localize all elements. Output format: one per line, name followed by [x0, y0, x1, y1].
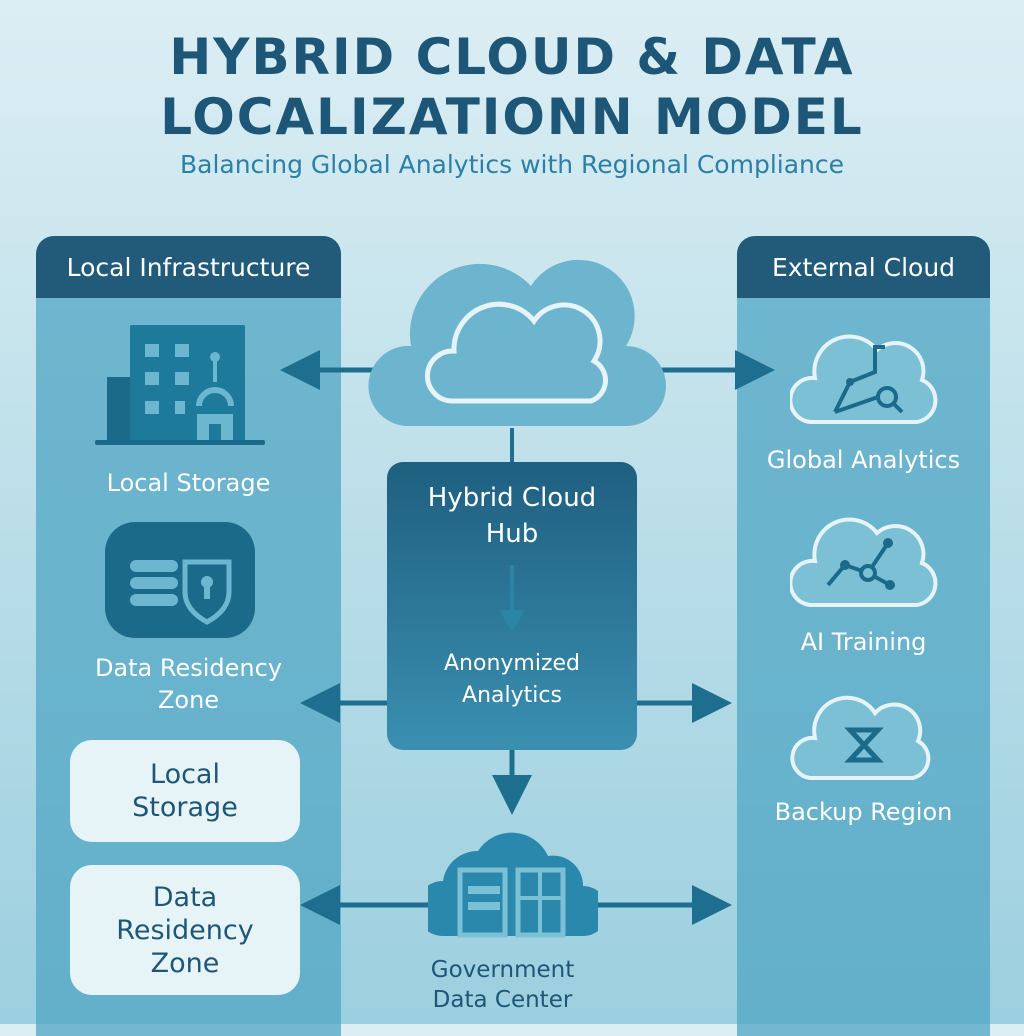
- card-line: Data: [152, 881, 218, 913]
- external-cloud-panel: External Cloud: [737, 236, 990, 1036]
- title-line-2: LOCALIZATIONN MODEL: [160, 88, 864, 146]
- card-line: Zone: [150, 947, 220, 979]
- gov-line2: Data Center: [432, 987, 573, 1013]
- hub-down-arrow-icon: [499, 565, 525, 631]
- data-residency-label-line1: Data Residency: [94, 654, 283, 682]
- gov-line1: Government: [430, 957, 575, 983]
- backup-region-label: Backup Region: [774, 798, 953, 826]
- external-cloud-header: External Cloud: [737, 236, 990, 298]
- building-icon: [95, 325, 265, 445]
- ai-training-label: AI Training: [800, 628, 927, 656]
- government-data-center-icon: [428, 832, 598, 938]
- data-residency-label-line2: Zone: [157, 686, 220, 714]
- database-shield-icon: [105, 522, 255, 638]
- cloud-analytics-icon: [790, 334, 938, 424]
- hub-sub-line1: Anonymized: [443, 651, 580, 676]
- card-line: Residency: [116, 914, 254, 946]
- cloud-hourglass-icon: [790, 695, 931, 780]
- central-cloud-icon: [368, 259, 666, 426]
- global-analytics-label: Global Analytics: [766, 446, 961, 474]
- hub-title-line1: Hybrid Cloud: [427, 483, 597, 513]
- local-storage-label: Local Storage: [106, 469, 271, 497]
- title-line-1: HYBRID CLOUD & DATA: [169, 28, 855, 86]
- local-infrastructure-header: Local Infrastructure: [36, 236, 341, 298]
- subtitle: Balancing Global Analytics with Regional…: [179, 150, 845, 179]
- hub-title-line2: Hub: [485, 519, 539, 549]
- card-line: Storage: [132, 792, 238, 823]
- hub-sub-line2: Analytics: [462, 683, 562, 708]
- cloud-network-icon: [790, 517, 938, 607]
- card-line: Local: [150, 759, 220, 790]
